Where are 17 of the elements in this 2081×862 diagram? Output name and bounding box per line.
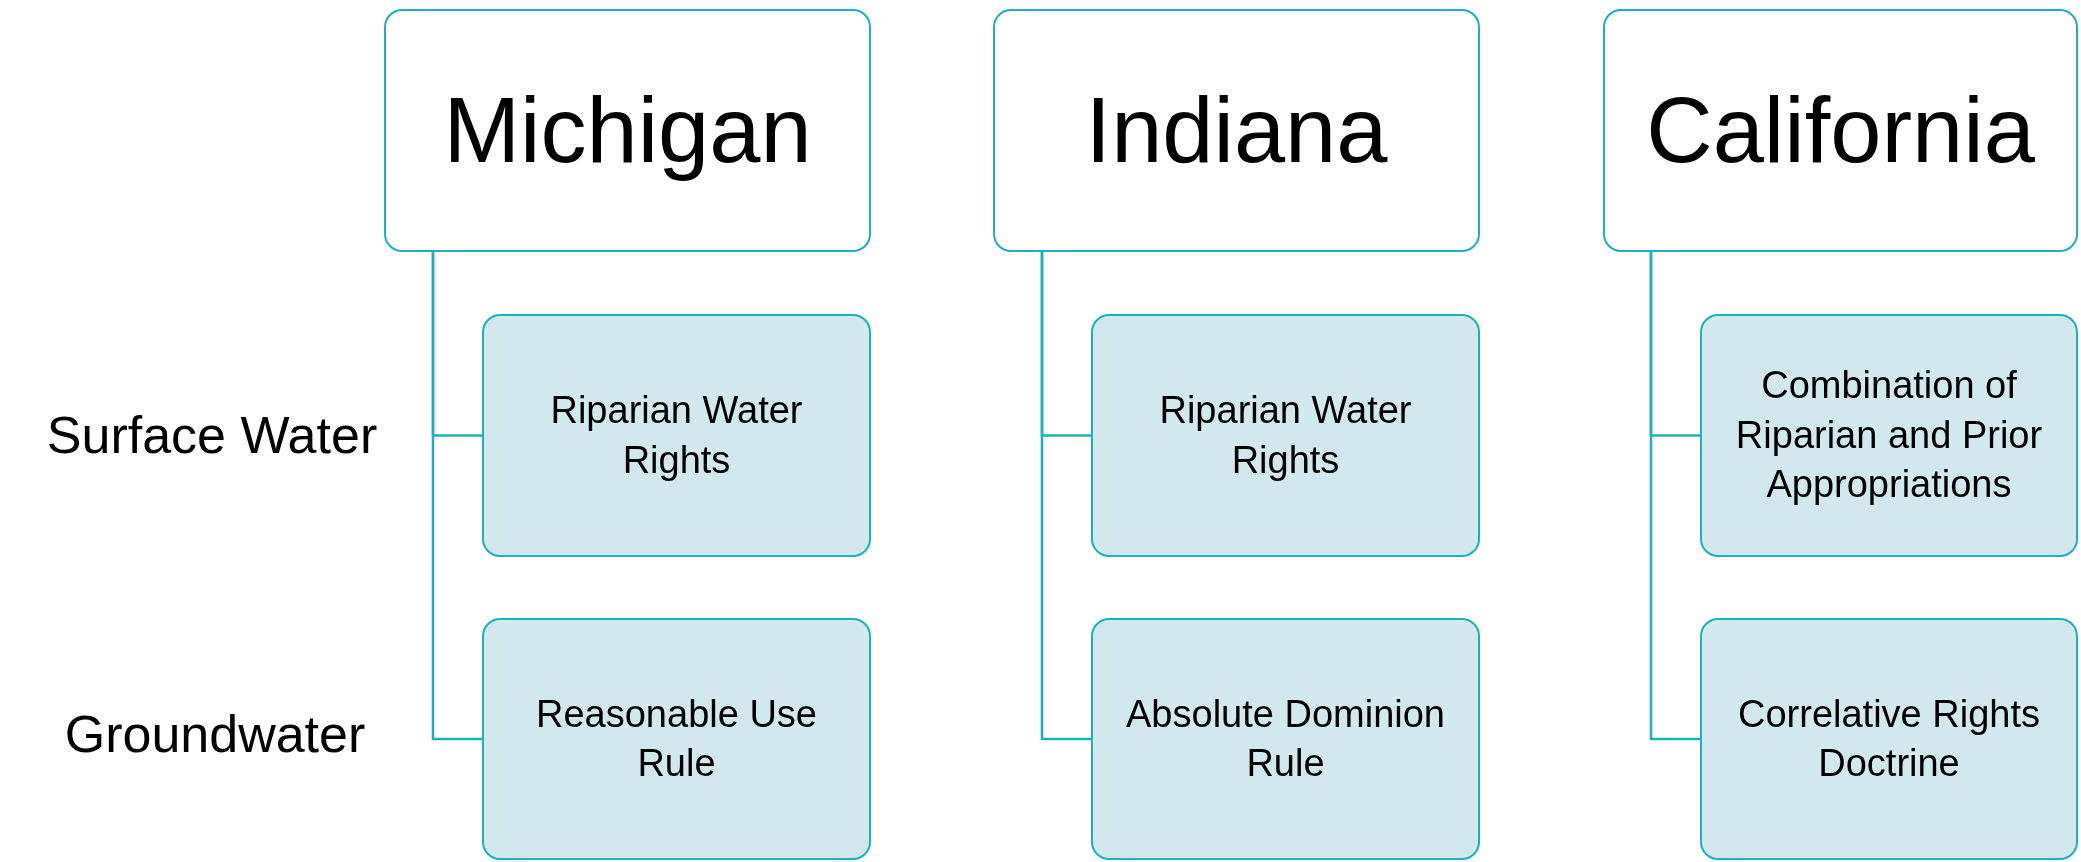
rule-text: Riparian Water Rights: [549, 388, 804, 483]
state-box: [993, 9, 1480, 252]
rule-text: Combination of Riparian and Prior Appropriations: [1734, 363, 2044, 508]
state-name: Michigan: [443, 78, 812, 183]
rule-text: Reasonable Use Rule: [535, 691, 818, 786]
rule-text: Correlative Rights Doctrine: [1737, 691, 2041, 786]
state-name: Indiana: [1085, 78, 1388, 183]
connector-line: [431, 252, 482, 741]
rule-text: Riparian Water Rights: [1158, 388, 1413, 483]
connector-line: [1649, 252, 1700, 741]
rule-text: Absolute Dominion Rule: [1125, 691, 1446, 786]
state-box: [384, 9, 871, 252]
connector-line: [1040, 252, 1091, 741]
row-label: Groundwater: [64, 704, 366, 764]
state-name: California: [1646, 78, 2035, 183]
state-box: [1603, 9, 2078, 252]
row-label: Surface Water: [46, 405, 378, 465]
